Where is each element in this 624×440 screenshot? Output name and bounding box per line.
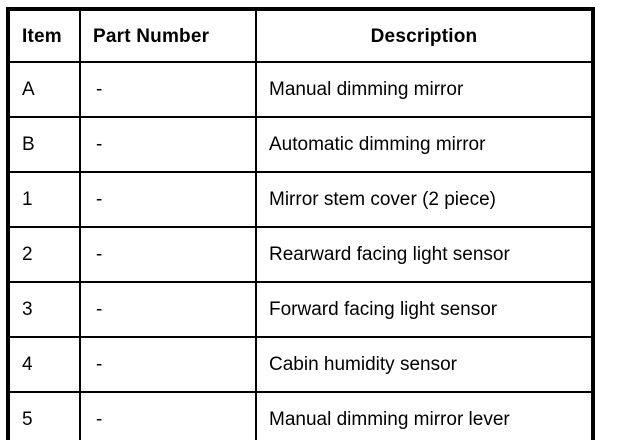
cell-item: 3 <box>7 281 81 338</box>
table-row: 1 - Mirror stem cover (2 piece) <box>7 171 594 228</box>
column-header-description: Description <box>255 8 594 63</box>
table-row: 5 - Manual dimming mirror lever <box>7 391 594 440</box>
table-row: 3 - Forward facing light sensor <box>7 281 594 338</box>
cell-item: 1 <box>7 171 81 228</box>
cell-description: Mirror stem cover (2 piece) <box>255 171 594 228</box>
cell-description: Rearward facing light sensor <box>255 226 594 283</box>
cell-part-number: - <box>79 336 257 393</box>
cell-description: Manual dimming mirror lever <box>255 391 594 440</box>
column-header-part-number: Part Number <box>79 8 257 63</box>
table-header: Item Part Number Description <box>7 8 594 63</box>
cell-description: Cabin humidity sensor <box>255 336 594 393</box>
table-row: 4 - Cabin humidity sensor <box>7 336 594 393</box>
column-header-item: Item <box>7 8 81 63</box>
cell-item: 4 <box>7 336 81 393</box>
cell-item: 2 <box>7 226 81 283</box>
cell-item: A <box>7 61 81 118</box>
cell-part-number: - <box>79 226 257 283</box>
cell-part-number: - <box>79 171 257 228</box>
table-row: 2 - Rearward facing light sensor <box>7 226 594 283</box>
cell-part-number: - <box>79 281 257 338</box>
cell-description: Manual dimming mirror <box>255 61 594 118</box>
table-row: B - Automatic dimming mirror <box>7 116 594 173</box>
cell-part-number: - <box>79 116 257 173</box>
cell-item: B <box>7 116 81 173</box>
cell-description: Automatic dimming mirror <box>255 116 594 173</box>
cell-part-number: - <box>79 61 257 118</box>
table-body: A - Manual dimming mirror B - Automatic … <box>7 61 594 440</box>
table-row: A - Manual dimming mirror <box>7 61 594 118</box>
header-row: Item Part Number Description <box>7 8 594 63</box>
cell-description: Forward facing light sensor <box>255 281 594 338</box>
cell-part-number: - <box>79 391 257 440</box>
parts-table: Item Part Number Description A - Manual … <box>6 7 595 440</box>
cell-item: 5 <box>7 391 81 440</box>
